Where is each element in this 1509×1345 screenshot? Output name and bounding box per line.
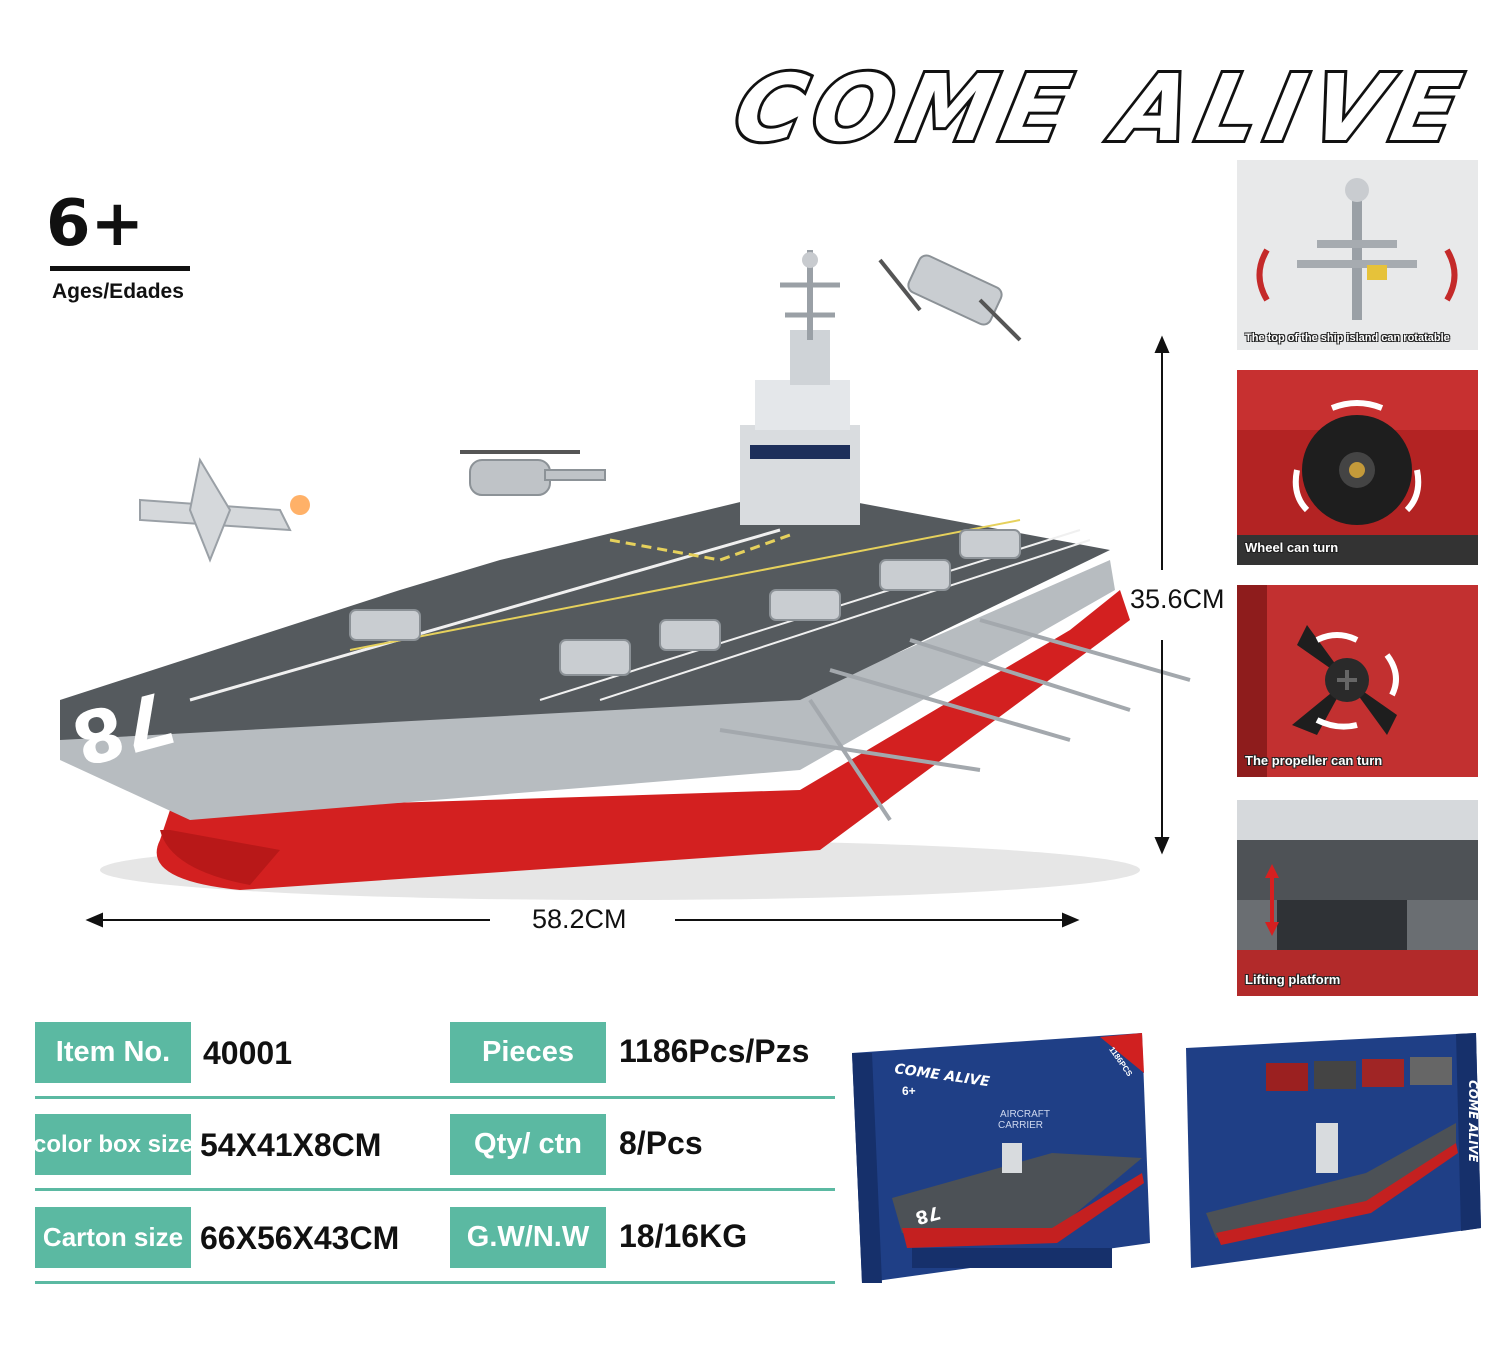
spec-value-item-no: 40001 [203,1035,292,1071]
spec-label-qty: Qty/ ctn [450,1114,606,1175]
spec-divider-1 [35,1096,835,1099]
feature-caption-propeller: The propeller can turn [1245,753,1383,768]
spec-value-weight: 18/16KG [619,1218,748,1254]
width-arrow [85,912,1080,928]
age-number: 6+ [46,187,145,261]
box-front-heading-2: CARRIER [998,1120,1043,1131]
deck-aircraft [349,529,1021,676]
spec-label-carton: Carton size [35,1207,191,1268]
box-back-brand: COME ALIVE [1466,1080,1480,1163]
jet-aircraft [139,457,310,563]
hull-side-gray [60,560,1115,820]
wheel-image [1237,370,1478,565]
feature-panel-propeller: The propeller can turn [1237,585,1478,777]
width-dimension: 58.2CM [532,904,627,934]
spec-value-pieces: 1186Pcs/Pzs [619,1033,810,1069]
rotating-mast-image [1256,178,1458,320]
spec-label-pieces: Pieces [450,1022,606,1083]
tiltrotor [878,254,1022,342]
hull-bow [160,830,280,885]
height-dimension: 35.6CM [1130,584,1225,614]
propeller-image [1237,585,1399,777]
ship-island [740,250,860,525]
feature-caption-wheel: Wheel can turn [1245,540,1339,555]
deck-line-4 [599,539,1091,701]
come-alive-title: COME ALIVE [723,52,1482,158]
box-front: COME ALIVE 6+ AIRCRAFT CARRIER 1186PCS 7… [852,1033,1150,1283]
deck-line-1 [189,528,781,702]
spec-divider-3 [35,1281,835,1284]
spec-value-color-box: 54X41X8CM [200,1127,382,1163]
feature-panel-lift: Lifting platform [1237,800,1478,996]
title-text: COME ALIVE [726,55,1479,158]
deck-line-2 [349,519,1021,651]
spec-value-carton: 66X56X43CM [200,1220,400,1256]
spec-label-weight: G.W/N.W [450,1207,606,1268]
spec-label-item-no: Item No. [35,1022,191,1083]
feature-caption-lift: Lifting platform [1245,972,1341,987]
age-divider [50,266,190,271]
deck-box [609,533,791,562]
hull-red [156,590,1130,890]
feature-caption-rotate: The top of the ship island can rotatable [1245,332,1450,344]
box-front-age: 6+ [902,1084,916,1098]
helicopter [460,450,606,496]
height-arrow [1154,335,1170,855]
feature-panel-rotate: The top of the ship island can rotatable [1237,160,1478,350]
age-label: Ages/Edades [52,280,184,303]
box-back: COME ALIVE [1186,1033,1481,1268]
lift-platform-image [1237,800,1478,996]
spec-label-color-box: color box size [33,1114,193,1175]
side-antennas [719,618,1191,822]
spec-divider-2 [35,1188,835,1191]
box-front-heading-1: AIRCRAFT [1000,1109,1050,1120]
spec-value-qty: 8/Pcs [619,1125,703,1161]
feature-panel-wheel: Wheel can turn [1237,370,1478,565]
carrier-illustration: 78 [60,250,1191,928]
